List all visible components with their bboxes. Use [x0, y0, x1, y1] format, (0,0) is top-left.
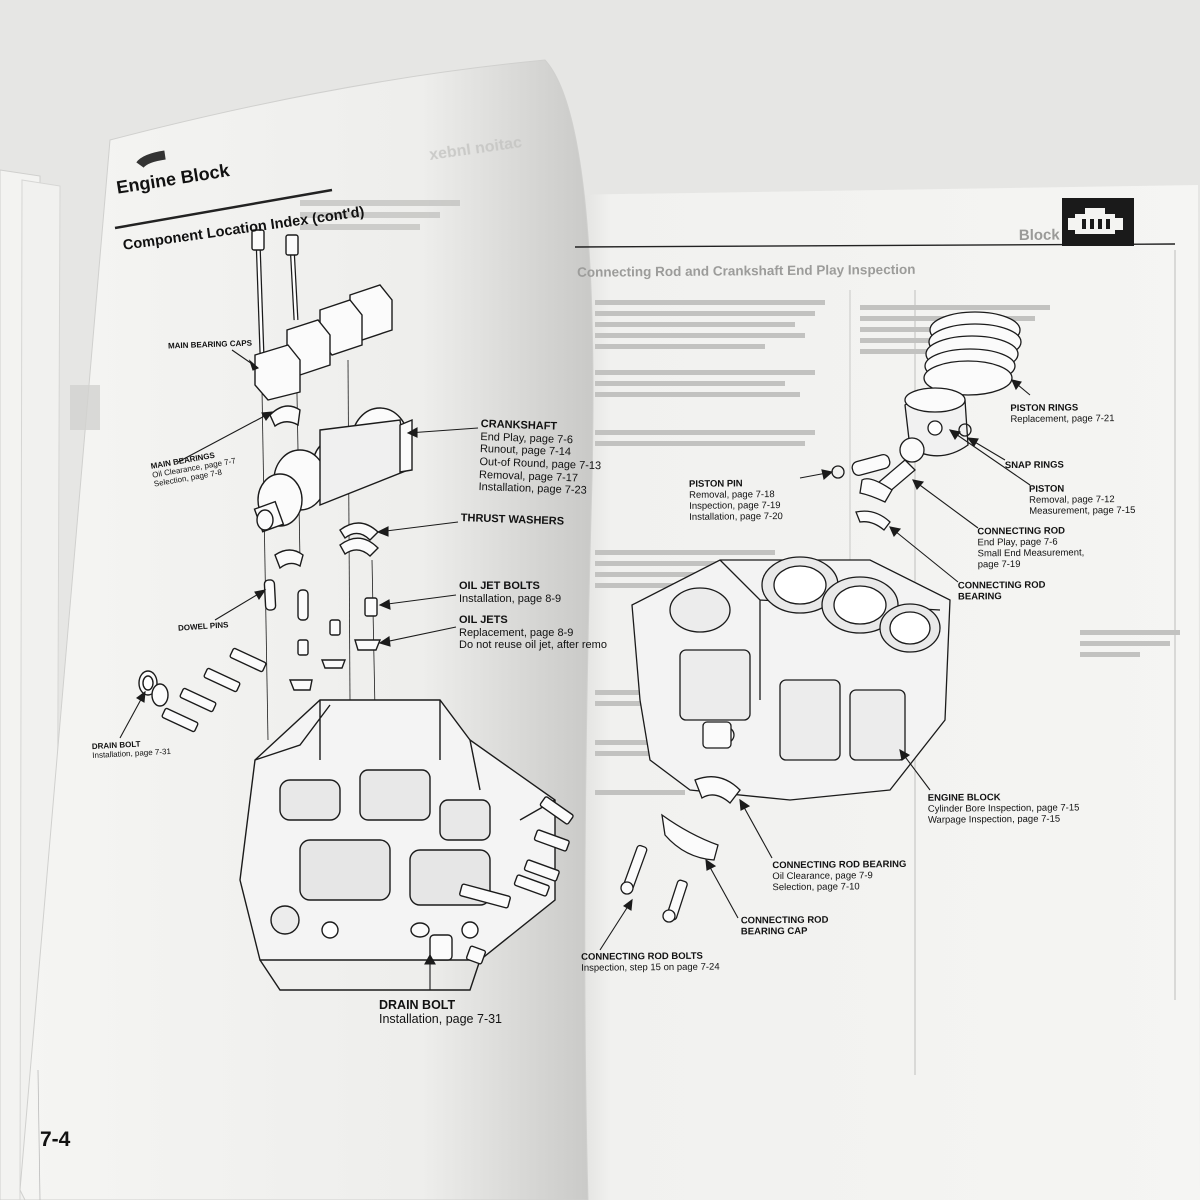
engine-block-drawing	[631, 556, 951, 801]
callout-line: Measurement, page 7-15	[1029, 504, 1136, 517]
callout-line: Warpage Inspection, page 7-15	[927, 813, 1061, 826]
callout-connecting-rod-bolts: CONNECTING ROD BOLTS Inspection, step 15…	[581, 951, 720, 975]
right-heading: Connecting Rod and Crankshaft End Play I…	[577, 261, 916, 280]
callout-line: page 7-19	[977, 558, 1021, 571]
callout-piston: PISTON Removal, page 7-12 Measurement, p…	[1029, 484, 1135, 518]
connecting-rod-drawing-part	[859, 437, 925, 503]
lower-block-bolts	[459, 796, 574, 909]
callout-snap-rings: SNAP RINGS	[1004, 459, 1064, 472]
callout-line: Selection, page 7-10	[772, 881, 860, 893]
callout-title: SNAP RINGS	[1004, 459, 1064, 472]
piston-drawing	[904, 387, 969, 457]
crankshaft	[253, 407, 413, 533]
callout-line: Do not reuse oil jet, after remo	[459, 639, 607, 652]
callout-piston-pin: PISTON PIN Removal, page 7-18 Inspection…	[689, 478, 783, 524]
callout-connecting-rod-bearing: CONNECTING ROD BEARING Oil Clearance, pa…	[772, 859, 906, 894]
callout-title-2: BEARING	[957, 591, 1002, 603]
callout-title: OIL JET BOLTS	[459, 580, 540, 592]
crankshaft-exploded-drawing	[138, 229, 574, 991]
callout-connecting-rod-bearing-top: CONNECTING ROD BEARING	[957, 580, 1046, 604]
callout-engine-block: ENGINE BLOCK Cylinder Bore Inspection, p…	[928, 792, 1080, 826]
side-bolts	[161, 647, 267, 733]
callout-line: Installation, page 8-9	[459, 592, 562, 605]
right-leader-lines	[599, 379, 1031, 951]
connecting-rod-drawing	[620, 311, 1022, 923]
right-section-title: Block	[1018, 226, 1060, 244]
callout-line: Installation, page 7-31	[379, 1012, 503, 1027]
callout-title: DRAIN BOLT	[379, 998, 456, 1012]
left-header-rule	[114, 150, 333, 230]
callout-oil-jets: OIL JETS Replacement, page 8-9 Do not re…	[459, 614, 607, 652]
callout-line: Replacement, page 8-9	[459, 626, 574, 639]
callout-line: Replacement, page 7-21	[1010, 413, 1115, 425]
main-cap-bolts	[251, 229, 299, 356]
page-number: 7-4	[40, 1128, 71, 1151]
piston-rings-drawing	[923, 311, 1022, 396]
callout-line: Inspection, step 15 on page 7-24	[581, 961, 720, 974]
callout-title-2: BEARING CAP	[740, 925, 808, 938]
callout-line: Installation, page 7-20	[689, 510, 783, 523]
left-leader-lines	[119, 349, 479, 990]
callout-piston-rings: PISTON RINGS Replacement, page 7-21	[1010, 402, 1115, 426]
callout-title: OIL JETS	[459, 614, 508, 626]
callout-oil-jet-bolts: OIL JET BOLTS Installation, page 8-9	[459, 580, 561, 605]
callout-connecting-rod: CONNECTING ROD End Play, page 7-6 Small …	[977, 526, 1084, 571]
callout-connecting-rod-bearing-cap: CONNECTING ROD BEARING CAP	[740, 915, 829, 939]
callout-drain-bolt: DRAIN BOLT Installation, page 7-31	[379, 998, 502, 1027]
main-bearing-caps	[254, 284, 393, 401]
